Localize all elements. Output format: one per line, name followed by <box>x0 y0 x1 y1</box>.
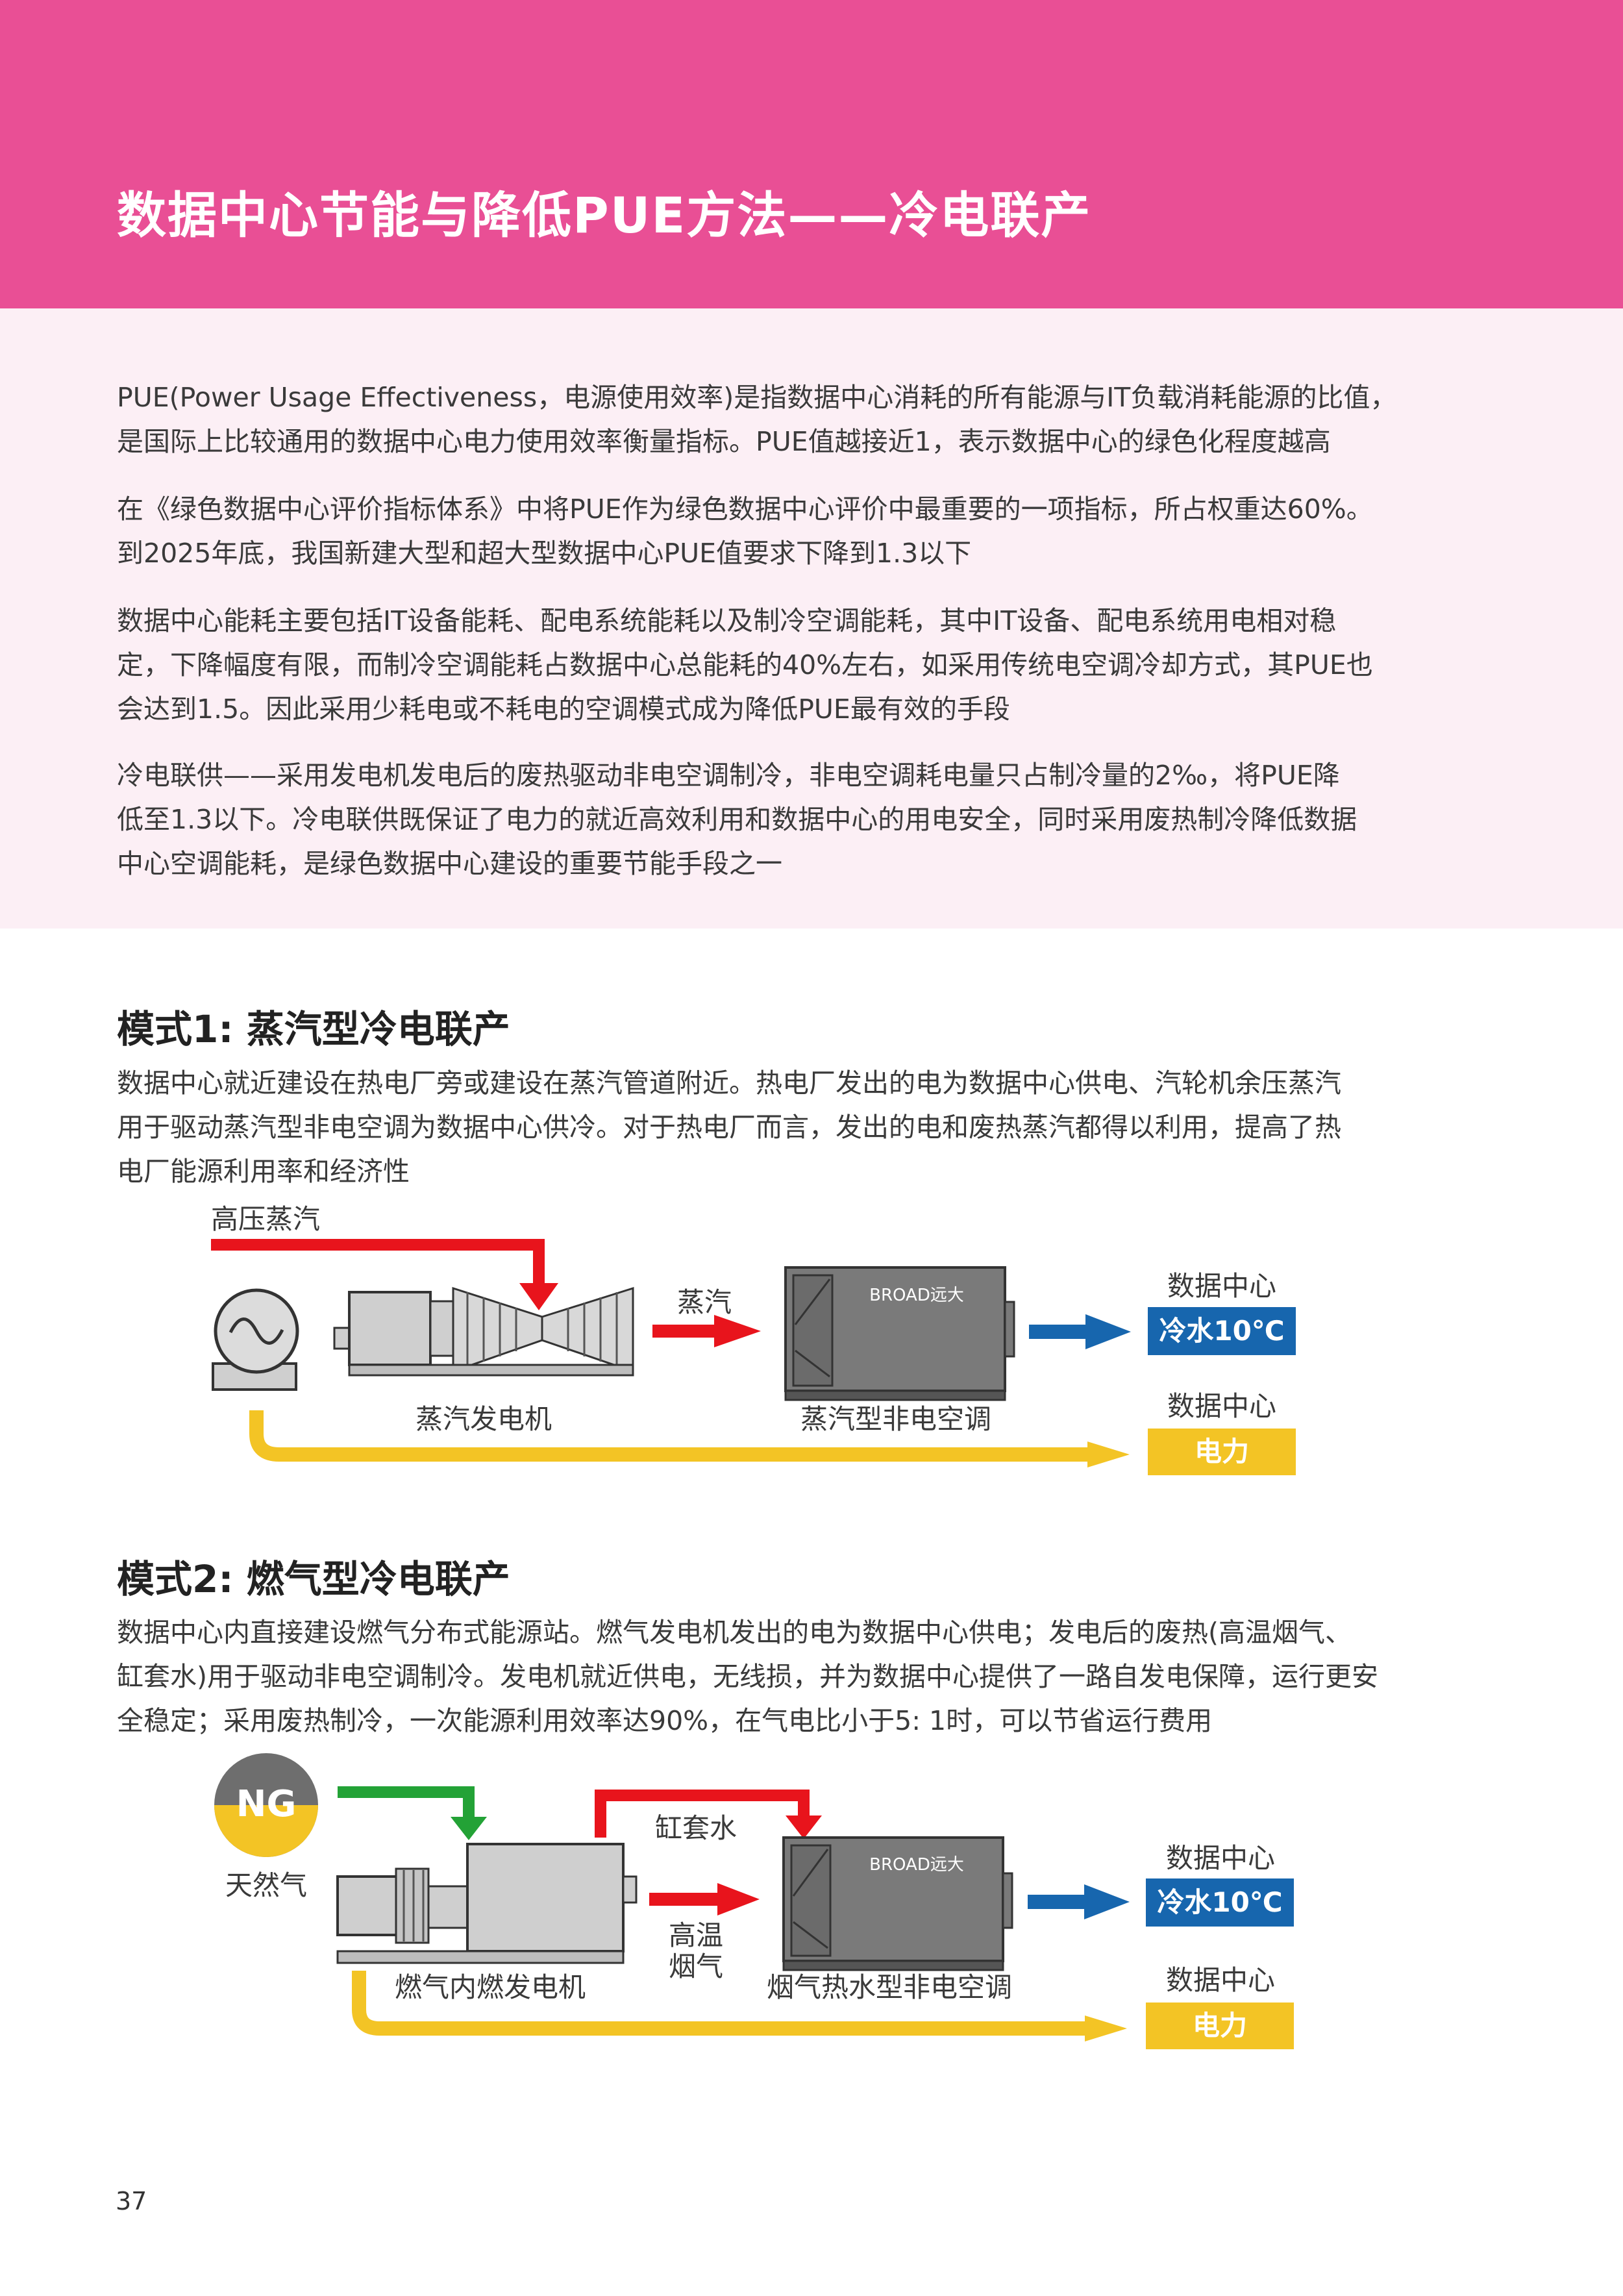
intro-paragraph-1: PUE(Power Usage Effectiveness，电源使用效率)是指数… <box>117 382 1397 457</box>
chilled-water-box <box>1148 1307 1296 1355</box>
power-line <box>249 1410 1091 1462</box>
high-pressure-steam-label: 高压蒸汽 <box>211 1203 320 1235</box>
mode1-diagram: 高压蒸汽 蒸汽发电机 蒸汽 BROAD远大 蒸汽型非电空调 <box>211 1203 1296 1475</box>
power-value: 电力 <box>1195 1436 1249 1467</box>
mode2-diagram: NG 天然气 燃气内燃发电机 缸套水 高温 烟气 BROAD远大 烟气热水型非电… <box>214 1753 1294 2049</box>
header-band <box>0 0 1623 308</box>
intro-section <box>0 308 1623 929</box>
data-center-label-power: 数据中心 <box>1167 1390 1276 1422</box>
chilled-water-arrow <box>1028 1895 1086 1909</box>
power-arrowhead <box>1087 1441 1130 1467</box>
power-arrowhead <box>1085 2015 1127 2041</box>
mode2-title: 模式2: 燃气型冷电联产 <box>117 1557 510 1601</box>
power-box <box>1146 2003 1294 2049</box>
steam-generator-label: 蒸汽发电机 <box>415 1403 552 1435</box>
steam-arrowhead <box>714 1315 761 1347</box>
steam-chiller-label: 蒸汽型非电空调 <box>800 1403 991 1435</box>
gas-supply-arrow <box>338 1786 475 1818</box>
natural-gas-label: 天然气 <box>225 1869 307 1901</box>
page-number: 37 <box>116 2187 147 2215</box>
generator-icon <box>212 1288 299 1391</box>
mode2-description: 数据中心内直接建设燃气分布式能源站。燃气发电机发出的电为数据中心供电；发电后的废… <box>117 1617 1378 1736</box>
ng-badge-text: NG <box>236 1783 297 1825</box>
chilled-water-value: 冷水10℃ <box>1159 1315 1284 1347</box>
intro-paragraph-3: 数据中心能耗主要包括IT设备能耗、配电系统能耗以及制冷空调能耗，其中IT设备、配… <box>117 605 1373 725</box>
gas-generator-label: 燃气内燃发电机 <box>395 1971 586 2003</box>
steam-turbine-generator-icon <box>333 1286 634 1377</box>
broad-logo: BROAD远大 <box>869 1855 964 1875</box>
steam-supply-arrow <box>211 1239 545 1284</box>
intro-paragraph-4: 冷电联供——采用发电机发电后的废热驱动非电空调制冷，非电空调耗电量只占制冷量的2… <box>117 760 1357 879</box>
steam-arrow <box>652 1325 717 1338</box>
chilled-water-value: 冷水10℃ <box>1157 1886 1282 1918</box>
chilled-water-arrow <box>1029 1325 1087 1339</box>
gas-supply-arrowhead <box>451 1817 487 1840</box>
broad-logo: BROAD远大 <box>869 1286 964 1305</box>
flue-gas-arrow <box>649 1893 721 1906</box>
data-center-label-cooling: 数据中心 <box>1166 1842 1275 1874</box>
mode1-title: 模式1: 蒸汽型冷电联产 <box>117 1007 510 1051</box>
jacket-water-label: 缸套水 <box>655 1812 737 1844</box>
flue-gas-label-line2: 烟气 <box>669 1951 723 1982</box>
steam-chiller-icon <box>784 1266 1015 1401</box>
flue-gas-chiller-label: 烟气热水型非电空调 <box>767 1971 1012 2003</box>
flue-gas-label-line1: 高温 <box>669 1919 723 1951</box>
data-center-label-cooling: 数据中心 <box>1167 1270 1276 1302</box>
chilled-water-arrowhead <box>1084 1884 1130 1919</box>
flue-gas-arrowhead <box>717 1883 760 1915</box>
gas-engine-generator-icon <box>336 1843 638 1964</box>
power-line <box>352 1971 1088 2036</box>
power-value: 电力 <box>1193 2010 1247 2041</box>
mode1-description: 数据中心就近建设在热电厂旁或建设在蒸汽管道附近。热电厂发出的电为数据中心供电、汽… <box>117 1067 1341 1187</box>
page-title: 数据中心节能与降低PUE方法——冷电联产 <box>117 186 1092 244</box>
chilled-water-arrowhead <box>1085 1314 1131 1349</box>
power-box <box>1148 1429 1296 1475</box>
flue-gas-chiller-icon <box>782 1836 1013 1971</box>
chilled-water-box <box>1146 1878 1294 1927</box>
data-center-label-power: 数据中心 <box>1166 1964 1275 1996</box>
steam-supply-arrowhead <box>519 1283 558 1310</box>
jacket-water-arrow <box>595 1790 810 1838</box>
steam-label: 蒸汽 <box>677 1286 732 1318</box>
jacket-water-arrowhead <box>786 1816 822 1839</box>
intro-paragraph-2: 在《绿色数据中心评价指标体系》中将PUE作为绿色数据中心评价中最重要的一项指标，… <box>117 493 1373 569</box>
